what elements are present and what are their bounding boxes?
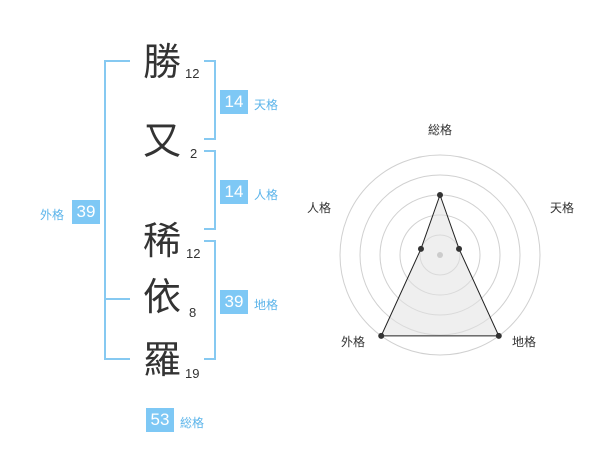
name-char-2: 又 <box>142 119 181 163</box>
chikaku-value: 39 <box>220 290 248 314</box>
radar-axis-label-chikaku: 地格 <box>512 334 536 349</box>
stroke-count-4: 8 <box>189 305 197 320</box>
jinkaku-bracket <box>204 150 216 230</box>
soukaku-label: 総格 <box>180 416 205 430</box>
name-char-4: 依 <box>142 275 181 319</box>
fortune-radar-chart: 総格 天格 地格 外格 人格 <box>307 122 574 356</box>
radar-point-5 <box>417 245 424 252</box>
stroke-count-3: 12 <box>186 246 201 261</box>
gaikaku-value: 39 <box>72 200 100 224</box>
stroke-count-2: 2 <box>190 146 198 161</box>
gaikaku-label: 外格 <box>40 208 65 222</box>
radar-axis-label-soukaku: 総格 <box>428 122 452 137</box>
radar-axis-label-tenkaku: 天格 <box>550 200 574 215</box>
gaikaku-bracket-inner <box>104 298 130 300</box>
tenkaku-bracket <box>204 60 216 140</box>
chikaku-label: 地格 <box>254 298 279 312</box>
name-char-1: 勝 <box>142 40 181 84</box>
radar-point-4 <box>378 332 385 339</box>
jinkaku-label: 人格 <box>254 188 279 202</box>
name-char-3: 稀 <box>142 219 181 263</box>
name-char-5: 羅 <box>142 338 181 382</box>
chikaku-bracket <box>204 240 216 360</box>
soukaku-value: 53 <box>146 408 174 432</box>
radar-point-2 <box>456 245 463 252</box>
stroke-count-5: 19 <box>185 366 200 381</box>
jinkaku-value: 14 <box>220 180 248 204</box>
radar-point-3 <box>495 332 502 339</box>
radar-polygon <box>380 193 500 337</box>
radar-point-1 <box>437 192 443 198</box>
radar-points <box>378 192 502 339</box>
radar-axis-label-jinkaku: 人格 <box>307 200 331 215</box>
tenkaku-label: 天格 <box>254 98 279 112</box>
tenkaku-value: 14 <box>220 90 248 114</box>
radar-center <box>437 252 443 258</box>
gaikaku-bracket <box>104 60 130 360</box>
radar-ring <box>339 154 541 356</box>
stroke-count-1: 12 <box>185 66 200 81</box>
radar-axis-label-gaikaku: 外格 <box>341 334 365 349</box>
